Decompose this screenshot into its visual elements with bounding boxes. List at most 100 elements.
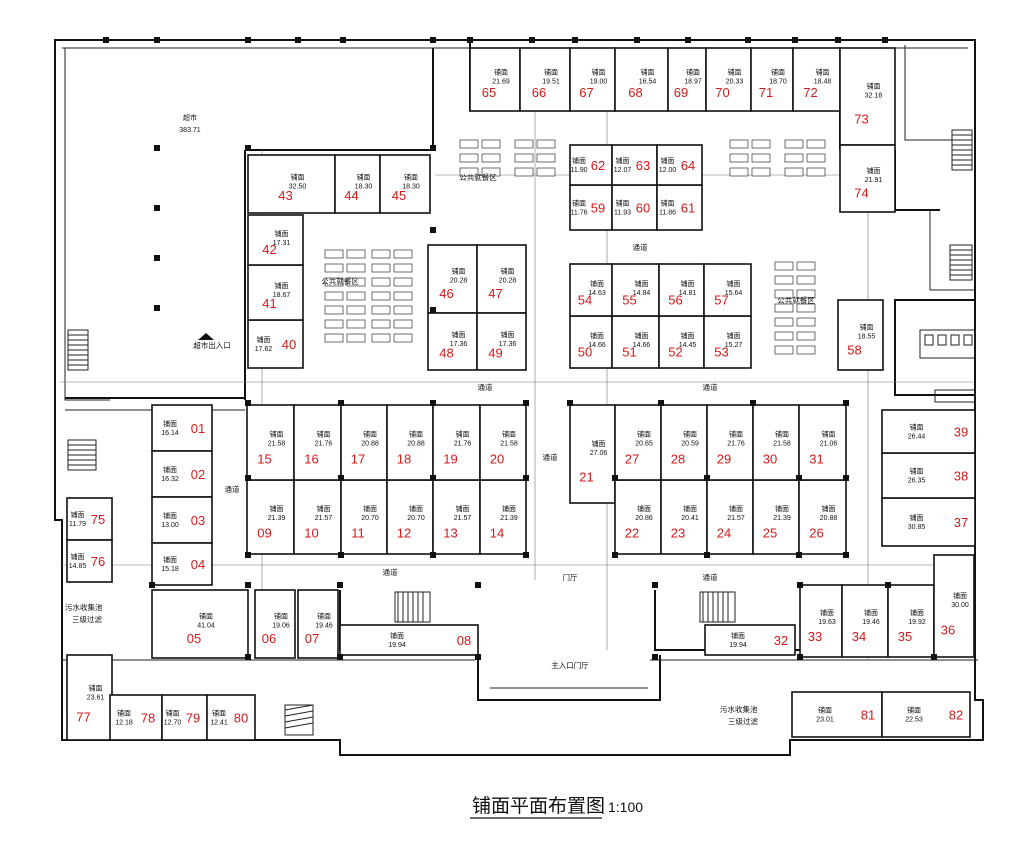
sewage-west-line2: 三级过滤 <box>72 614 102 624</box>
shop-area: 17.36 <box>450 341 468 348</box>
shop-area: 20.65 <box>635 441 653 448</box>
shop-label: 铺面 <box>592 439 606 448</box>
shop-area: 20.41 <box>681 515 699 522</box>
shop-label: 铺面 <box>867 166 881 175</box>
sewage-east-line1: 污水收集池 <box>720 704 758 714</box>
shop-label: 铺面 <box>163 419 177 428</box>
column-marker <box>245 475 251 481</box>
shop-area: 20.28 <box>450 278 468 285</box>
dining-table <box>729 139 749 149</box>
shop-number: 58 <box>847 343 861 358</box>
shop-label: 铺面 <box>456 430 470 439</box>
column-marker <box>931 654 937 660</box>
shop-number: 23 <box>671 526 685 541</box>
column-marker <box>245 654 251 660</box>
shop-outline <box>839 47 896 146</box>
shop-label: 铺面 <box>502 504 516 513</box>
shop-area: 21.69 <box>492 78 510 85</box>
corridor-label-1: 通道 <box>225 484 240 494</box>
shop-label: 铺面 <box>771 67 785 76</box>
shop-outline <box>519 47 571 112</box>
shop-area: 21.39 <box>500 515 518 522</box>
shop-number: 01 <box>191 421 205 436</box>
dining-table <box>796 303 816 313</box>
shop-outline <box>611 144 658 186</box>
shop-number: 21 <box>579 469 593 484</box>
dining-table <box>796 345 816 355</box>
stairs <box>67 129 973 736</box>
shop-outline <box>246 404 295 481</box>
shop-label: 铺面 <box>456 504 470 513</box>
shop-number: 14 <box>490 526 504 541</box>
column-marker <box>792 37 798 43</box>
shop-label: 铺面 <box>910 467 924 476</box>
shop-area: 12.07 <box>614 167 632 174</box>
shop-label: 铺面 <box>907 706 921 715</box>
shop-outline <box>614 479 662 555</box>
column-marker <box>529 37 535 43</box>
shop-area: 19.94 <box>729 642 747 649</box>
dining-table <box>393 305 413 315</box>
column-marker <box>245 400 251 406</box>
shop-number: 33 <box>808 629 822 644</box>
column-marker <box>149 582 155 588</box>
shop-label: 铺面 <box>572 156 586 165</box>
corridor-label-6: 通道 <box>703 382 718 392</box>
corridor-label-7: 通道 <box>633 242 648 252</box>
column-marker <box>154 145 160 151</box>
shop-area: 20.70 <box>361 515 379 522</box>
shop-number: 47 <box>488 286 502 301</box>
shop-label: 铺面 <box>390 631 404 640</box>
shop-number: 60 <box>636 201 650 216</box>
column-marker <box>612 475 618 481</box>
shop-label: 铺面 <box>363 504 377 513</box>
shop-number: 37 <box>954 515 968 530</box>
dining-table <box>371 291 391 301</box>
shop-area: 20.88 <box>361 441 379 448</box>
shop-number: 27 <box>625 452 639 467</box>
shop-label: 铺面 <box>275 229 289 238</box>
column-marker <box>572 37 578 43</box>
shop-outline <box>791 691 883 738</box>
column-marker <box>338 475 344 481</box>
shop-number: 74 <box>854 185 868 200</box>
shop-area: 14.66 <box>633 342 651 349</box>
shop-outline <box>479 404 527 481</box>
shop-area: 18.30 <box>355 183 373 190</box>
shop-number: 51 <box>622 345 636 360</box>
shop-outline <box>247 264 304 321</box>
column-marker <box>523 552 529 558</box>
shop-outline <box>151 589 249 659</box>
column-marker <box>337 654 343 660</box>
shop-number: 26 <box>809 526 823 541</box>
shop-number: 52 <box>668 345 682 360</box>
shop-area: 32.18 <box>865 93 883 100</box>
shop-number: 41 <box>262 296 276 311</box>
shop-label: 铺面 <box>501 267 515 276</box>
shop-label: 铺面 <box>731 631 745 640</box>
dining-table <box>536 153 556 163</box>
shop-label: 铺面 <box>641 67 655 76</box>
shop-outline <box>705 47 752 112</box>
shop-number: 30 <box>763 452 777 467</box>
shop-outline <box>469 47 521 112</box>
structural-columns <box>103 37 937 660</box>
